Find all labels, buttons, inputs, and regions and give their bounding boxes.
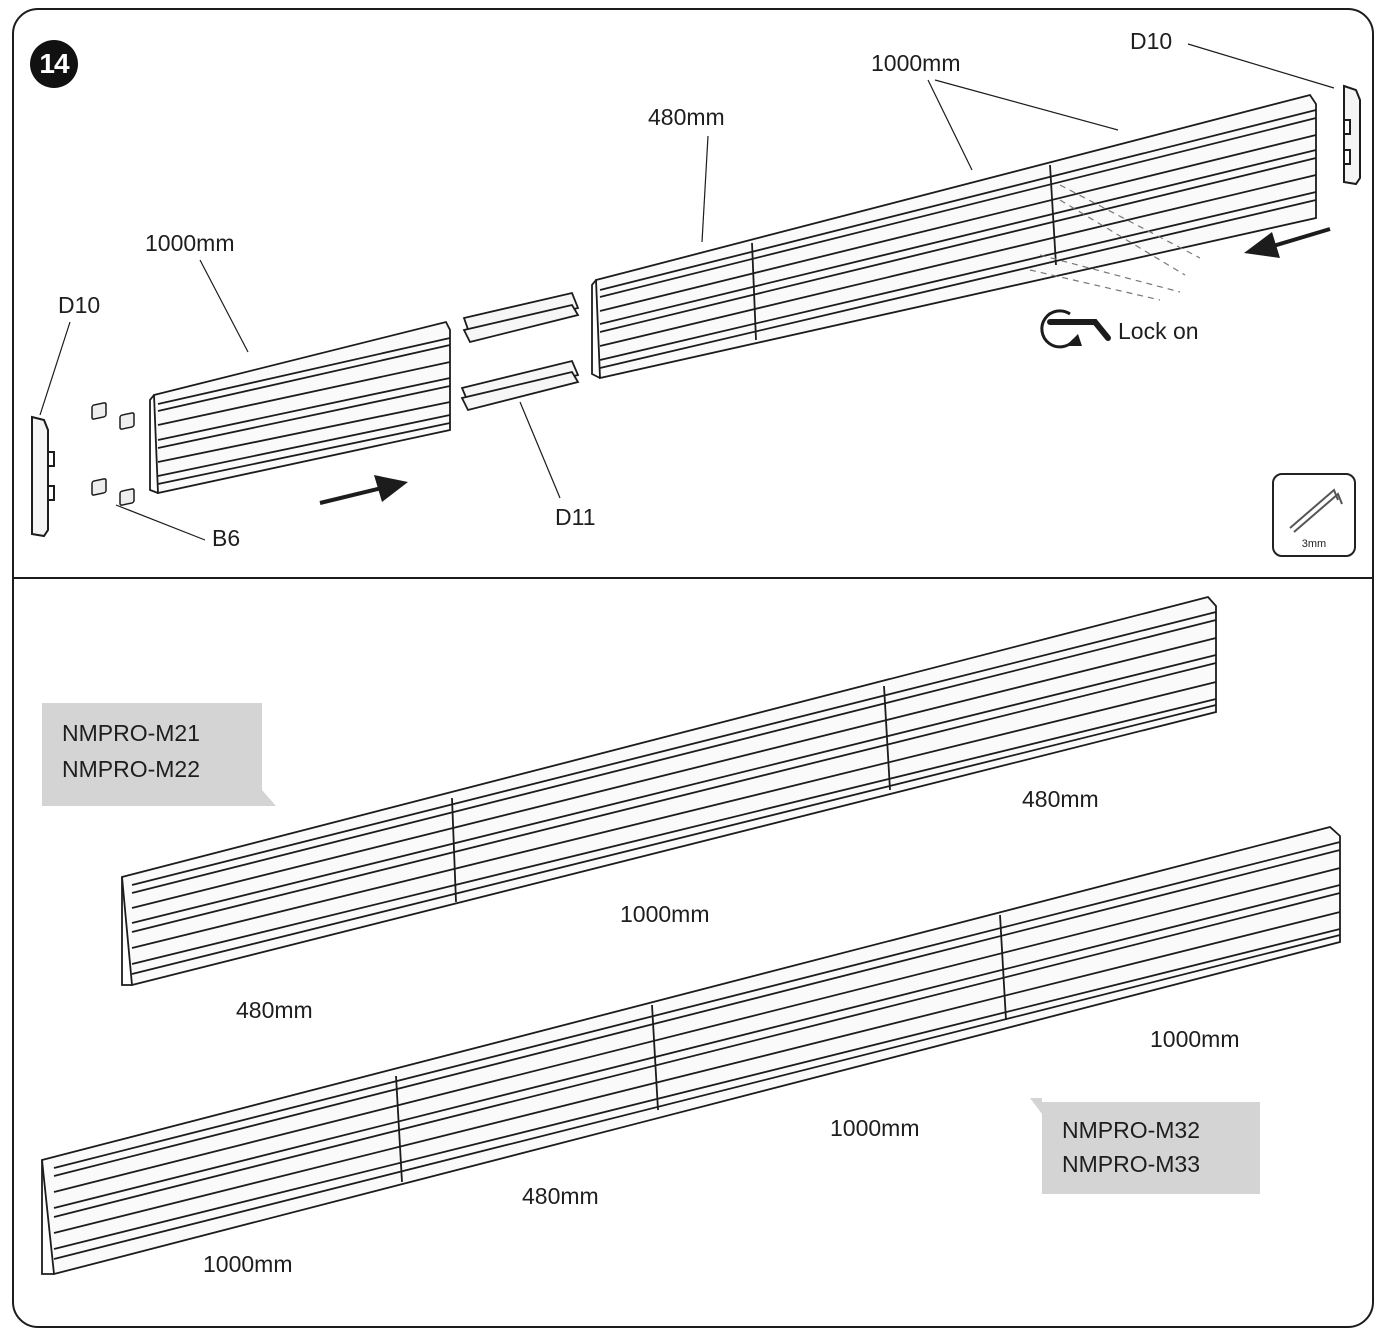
label-m3-1000-mid: 1000mm — [830, 1115, 920, 1141]
label-middle-rail-length: 480mm — [648, 104, 725, 130]
label-d10-right: D10 — [1130, 28, 1173, 54]
rotate-arrow-icon — [1040, 309, 1111, 349]
instruction-frame — [12, 8, 1374, 1328]
rail-set-m32-m33 — [41, 826, 1341, 1276]
arrow-right-icon — [319, 475, 408, 505]
arrow-left-icon — [1244, 227, 1331, 258]
label-left-rail-length: 1000mm — [145, 230, 235, 256]
tool-size-label: 3mm — [1301, 538, 1327, 550]
callout-tail-a — [262, 790, 276, 806]
tool-box: 3mm — [1272, 473, 1356, 557]
model-b-2: NMPRO-M33 — [1062, 1151, 1201, 1177]
model-box-b: NMPRO-M32 NMPRO-M33 — [1042, 1102, 1260, 1194]
label-m3-480: 480mm — [522, 1183, 599, 1209]
step-number: 14 — [30, 40, 78, 88]
section-divider — [12, 577, 1374, 579]
rail-left-1000mm — [149, 320, 451, 495]
model-a-2: NMPRO-M22 — [62, 756, 201, 782]
rail-right-assembly — [591, 93, 1317, 380]
label-m2-480-right: 480mm — [1022, 786, 1099, 812]
label-m2-1000: 1000mm — [620, 901, 710, 927]
label-m3-1000-right: 1000mm — [1150, 1026, 1240, 1052]
label-m3-1000-left: 1000mm — [203, 1251, 293, 1277]
label-d11: D11 — [555, 504, 596, 530]
rail-set-m21-m22 — [121, 595, 1217, 987]
end-cap-d10-right — [1343, 84, 1361, 186]
leader-lines-top — [39, 43, 1335, 541]
model-b-1: NMPRO-M32 — [1062, 1117, 1201, 1143]
label-b6: B6 — [212, 525, 241, 551]
label-m2-480-left: 480mm — [236, 997, 313, 1023]
hex-key-icon — [1289, 488, 1343, 533]
label-right-rail-length: 1000mm — [871, 50, 961, 76]
label-lock-on: Lock on — [1118, 318, 1199, 344]
model-a-1: NMPRO-M21 — [62, 720, 201, 746]
b6-nuts — [91, 402, 135, 506]
label-d10-left: D10 — [58, 292, 101, 318]
callout-tail-b — [1030, 1098, 1042, 1114]
end-cap-d10-left — [31, 415, 55, 538]
model-box-a: NMPRO-M21 NMPRO-M22 — [42, 703, 262, 806]
d11-connectors — [460, 291, 580, 412]
insertion-guides — [1029, 184, 1201, 301]
